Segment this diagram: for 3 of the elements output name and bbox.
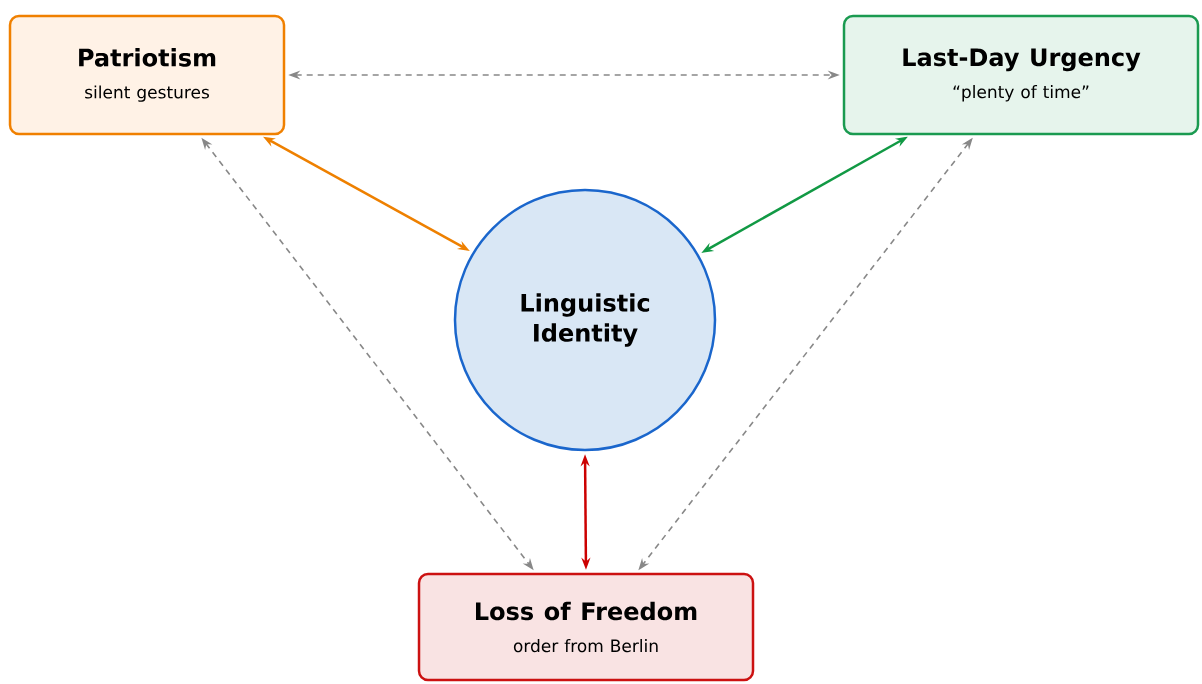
concept-box: Loss of Freedom order from Berlin	[417, 572, 755, 682]
concept-box: Patriotism silent gestures	[8, 14, 286, 136]
concept-box: Last-Day Urgency “plenty of time”	[842, 14, 1200, 136]
